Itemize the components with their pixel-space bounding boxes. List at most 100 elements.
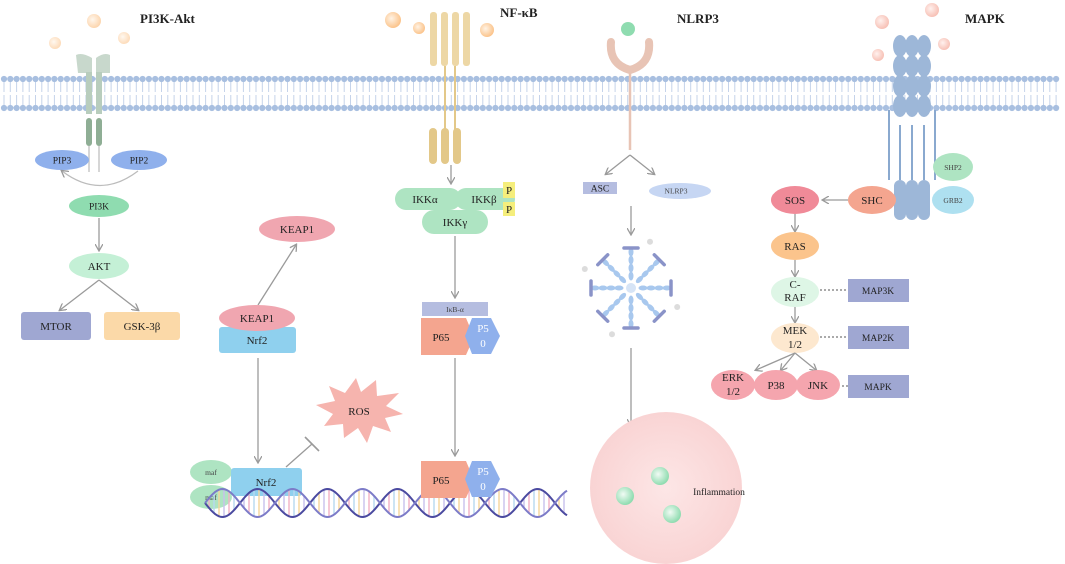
- nrf2-dna-label: Nrf2: [256, 477, 277, 489]
- inflammation-zone: [590, 412, 742, 564]
- pi3k-receptor: [76, 54, 110, 172]
- mtor-box: [21, 312, 91, 340]
- map2k-label: MAP2K: [862, 334, 894, 344]
- keap1-release-arrow: [257, 245, 296, 306]
- title-pi3k-akt: PI3K-Akt: [140, 11, 196, 26]
- mtor-label: MTOR: [40, 321, 72, 333]
- maf-bottom-label: maf: [205, 493, 217, 502]
- nlrp3-node-label: NLRP3: [665, 187, 688, 196]
- gsk3b-label: GSK-3β: [124, 321, 161, 333]
- p38-node: [754, 370, 798, 400]
- nfkb-ligands: [385, 12, 494, 37]
- mek-label-2: 1/2: [788, 339, 802, 351]
- mapk-box: [848, 375, 909, 398]
- p65-cyto-label: P65: [432, 332, 450, 344]
- keap1-free: [259, 216, 335, 242]
- ros-label: ROS: [348, 406, 369, 418]
- keap1-bound: [219, 305, 295, 331]
- sos-node: [771, 186, 819, 214]
- inhibition-bar: [304, 436, 320, 452]
- inflammation-particle-3: [663, 505, 681, 523]
- ikkb-node: [455, 188, 515, 210]
- gsk3b-box: [104, 312, 180, 340]
- craf-node: [771, 277, 819, 307]
- mek-to-jnk-arrow: [794, 352, 816, 370]
- shp2-label: SHP2: [944, 163, 962, 172]
- pip2-node: [111, 150, 167, 170]
- ikba-box: [422, 302, 488, 316]
- shc-label: SHC: [861, 195, 882, 207]
- to-asc-arrow: [606, 154, 631, 174]
- pi3k-ligands: [49, 14, 130, 49]
- sos-label: SOS: [785, 195, 805, 207]
- nrf2-dna-box: [231, 468, 302, 496]
- mek-to-erk-arrow: [756, 352, 796, 370]
- ros-burst: [316, 378, 403, 443]
- phospho-2-label: P: [506, 204, 512, 216]
- akt-label: AKT: [88, 261, 111, 273]
- ikka-node: [395, 188, 461, 210]
- p65-nucleus: [421, 461, 474, 498]
- cell-membrane: [0, 75, 1060, 112]
- nfkb-receptor: [429, 12, 470, 164]
- maf-top-label: maf: [205, 468, 217, 477]
- pi3k-label: PI3K: [89, 203, 109, 213]
- inflammation-label: Inflammation: [693, 487, 745, 498]
- mek-to-p38-arrow: [781, 352, 796, 370]
- mek-node: [771, 323, 819, 353]
- inflammation-particle-1: [651, 467, 669, 485]
- akt-to-gsk-arrow: [98, 279, 138, 310]
- keap1-free-label: KEAP1: [280, 224, 314, 236]
- ikka-label: IKKα: [412, 194, 438, 206]
- title-nfkb: NF-κB: [500, 5, 538, 20]
- pip2-to-pip3-arrow: [62, 171, 139, 187]
- ras-label: RAS: [784, 241, 805, 253]
- p50-nucleus-label-2: 0: [480, 481, 486, 493]
- keap1-bound-label: KEAP1: [240, 313, 274, 325]
- pip2-label: PIP2: [130, 157, 149, 167]
- ikkg-label: IKKγ: [443, 217, 468, 229]
- jnk-label: JNK: [808, 380, 828, 392]
- shc-node: [848, 186, 896, 214]
- title-mapk: MAPK: [965, 11, 1006, 26]
- erk-label-2: 1/2: [726, 386, 740, 398]
- erk-label-1: ERK: [722, 372, 744, 384]
- mapk-box-label: MAPK: [864, 383, 892, 393]
- dna-helix: [204, 487, 568, 519]
- title-nlrp3: NLRP3: [677, 11, 719, 26]
- ikkg-node: [422, 210, 488, 234]
- craf-label-1: C-: [790, 279, 801, 291]
- nrf2-inhibits-ros: [285, 443, 313, 468]
- asc-label: ASC: [591, 185, 609, 195]
- phospho-1-label: P: [506, 185, 512, 197]
- pi3k-node: [69, 195, 129, 217]
- shp2-node: [933, 153, 973, 181]
- phospho-1: [503, 182, 515, 198]
- maf-top: [190, 460, 232, 484]
- inflammation-particle-2: [616, 487, 634, 505]
- ras-node: [771, 232, 819, 260]
- nrf2-bound-label: Nrf2: [247, 335, 268, 347]
- phospho-2: [503, 202, 515, 216]
- p65-nucleus-label: P65: [432, 475, 450, 487]
- mapk-ligands: [872, 3, 950, 61]
- to-nlrp3-arrow: [629, 154, 654, 174]
- akt-node: [69, 253, 129, 279]
- p65-cyto: [421, 318, 474, 355]
- nlrp3-node: [649, 183, 711, 199]
- nlrp3-ligand: [621, 22, 635, 36]
- p50-cyto-label-1: P5: [477, 323, 489, 335]
- pip3-node: [35, 150, 89, 170]
- p50-nucleus: [465, 461, 500, 497]
- grb2-label: GRB2: [943, 196, 962, 205]
- pip3-label: PIP3: [53, 157, 72, 167]
- mapk-receptor: [888, 35, 936, 220]
- nlrp3-receptor: [606, 38, 654, 150]
- p50-cyto: [465, 318, 500, 354]
- ikba-label: IκB-α: [446, 305, 464, 314]
- jnk-node: [796, 370, 840, 400]
- asc-box: [583, 182, 617, 194]
- inflammasome: [581, 238, 681, 338]
- p50-nucleus-label-1: P5: [477, 466, 489, 478]
